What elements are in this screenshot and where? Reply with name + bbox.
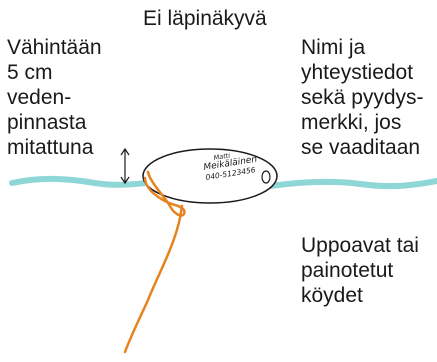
attachment-ring bbox=[261, 170, 271, 184]
label-line: pinnasta bbox=[7, 111, 87, 134]
label-line: se vaaditaan bbox=[301, 136, 421, 159]
label-line: Nimi ja bbox=[301, 36, 366, 59]
label-line: Ei läpinäkyvä bbox=[143, 7, 267, 30]
label-line: Uppoavat tai bbox=[301, 234, 419, 257]
label-line: mitattuna bbox=[7, 136, 94, 159]
tag-line-1: Matti bbox=[213, 151, 231, 162]
label-line: sekä pyydys- bbox=[301, 86, 424, 109]
label-line: 5 cm bbox=[7, 61, 53, 84]
height-label: Vähintään 5 cm veden- pinnasta mitattuna bbox=[7, 35, 127, 160]
label-line: yhteystiedot bbox=[301, 61, 414, 84]
rope-label: Uppoavat tai painotetut köydet bbox=[301, 233, 437, 308]
rope-loop bbox=[143, 170, 186, 217]
rope bbox=[123, 204, 184, 354]
label-line: Vähintään bbox=[7, 36, 102, 59]
label-line: veden- bbox=[7, 86, 72, 109]
opacity-label: Ei läpinäkyvä bbox=[143, 6, 313, 31]
label-line: merkki, jos bbox=[301, 111, 402, 134]
double-arrow-vertical-icon bbox=[120, 147, 130, 185]
float-ellipse bbox=[142, 148, 278, 204]
label-line: painotetut bbox=[301, 259, 394, 282]
label-line: köydet bbox=[301, 284, 363, 307]
contact-info-label: Nimi ja yhteystiedot sekä pyydys- merkki… bbox=[301, 35, 437, 160]
